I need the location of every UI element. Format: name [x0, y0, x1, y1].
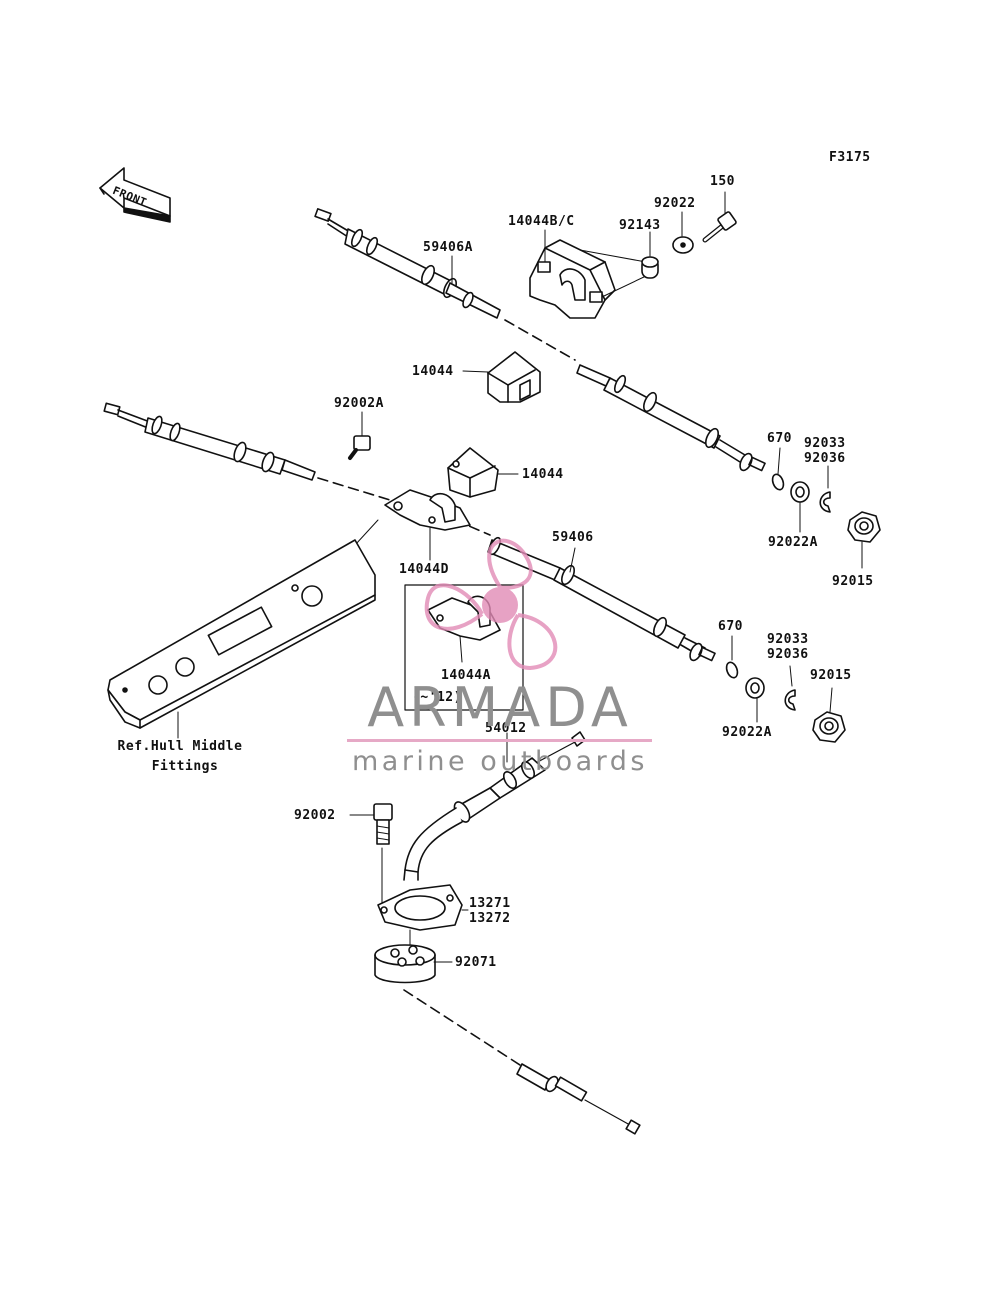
- reference-line-2: Fittings: [151, 759, 219, 774]
- leader-lines: [349, 191, 726, 963]
- o-ring-670-upper: [771, 447, 785, 491]
- label-54012: 54012: [485, 721, 527, 736]
- clip-92033-upper: [819, 465, 831, 513]
- bolt-92002: [373, 803, 393, 906]
- reference-line-1: Ref.Hull Middle: [117, 739, 243, 754]
- nut-92015-lower: [812, 687, 846, 743]
- watermark-brand: ARMADA: [367, 676, 633, 739]
- label-670-lower: 670: [718, 619, 743, 634]
- label-14044d: 14044D: [399, 562, 449, 577]
- armada-logo-icon: [424, 538, 558, 671]
- label-92143: 92143: [619, 218, 661, 233]
- clip-92033-lower: [784, 665, 796, 711]
- label-14044-lower: 14044: [522, 467, 564, 482]
- label-92036-lower: 92036: [767, 647, 809, 662]
- label-14044a-note: (~'12): [412, 690, 462, 705]
- label-59406a: 59406A: [423, 240, 473, 255]
- hull-middle-fitting-plate: [107, 539, 376, 739]
- bracket-14044d: [299, 489, 471, 606]
- label-92002: 92002: [294, 808, 336, 823]
- washer-92022: [672, 236, 694, 254]
- label-92033-upper: 92033: [804, 436, 846, 451]
- grommet-92071: [374, 944, 436, 984]
- label-92022: 92022: [654, 196, 696, 211]
- label-92022a-lower: 92022A: [722, 725, 772, 740]
- label-670-upper: 670: [767, 431, 792, 446]
- label-92022a-upper: 92022A: [768, 535, 818, 550]
- label-14044a: 14044A: [441, 668, 491, 683]
- label-150: 150: [710, 174, 735, 189]
- bracket-14044bc: [529, 239, 647, 319]
- label-92036-upper: 92036: [804, 451, 846, 466]
- washer-92022a-lower: [745, 677, 765, 723]
- clip-14044-upper: [487, 351, 541, 403]
- label-13272: 13272: [469, 911, 511, 926]
- bolt-92002a: [348, 435, 371, 460]
- washer-92022a-upper: [790, 481, 810, 533]
- label-92015-lower: 92015: [810, 668, 852, 683]
- label-92033-lower: 92033: [767, 632, 809, 647]
- label-14044-upper: 14044: [412, 364, 454, 379]
- cable-59406: [103, 402, 716, 662]
- cable-59406a: [314, 208, 766, 472]
- watermark-divider: [347, 739, 652, 742]
- watermark-tagline: marine outboards: [351, 746, 648, 777]
- label-14044bc: 14044B/C: [508, 214, 575, 229]
- label-92071: 92071: [455, 955, 497, 970]
- front-arrow-icon: [99, 167, 171, 223]
- collar-92143: [641, 256, 659, 279]
- plate-13271: [377, 884, 463, 947]
- label-59406: 59406: [552, 530, 594, 545]
- clip-14044-lower: [447, 447, 499, 498]
- nut-92015-upper: [847, 511, 881, 569]
- label-13271: 13271: [469, 896, 511, 911]
- choke-cable-end: [403, 989, 641, 1135]
- figure-code: F3175: [829, 150, 871, 165]
- bolt-150: [702, 211, 737, 243]
- cable-54012: [403, 731, 586, 881]
- label-92015-upper: 92015: [832, 574, 874, 589]
- label-92002a: 92002A: [334, 396, 384, 411]
- o-ring-670-lower: [725, 635, 739, 679]
